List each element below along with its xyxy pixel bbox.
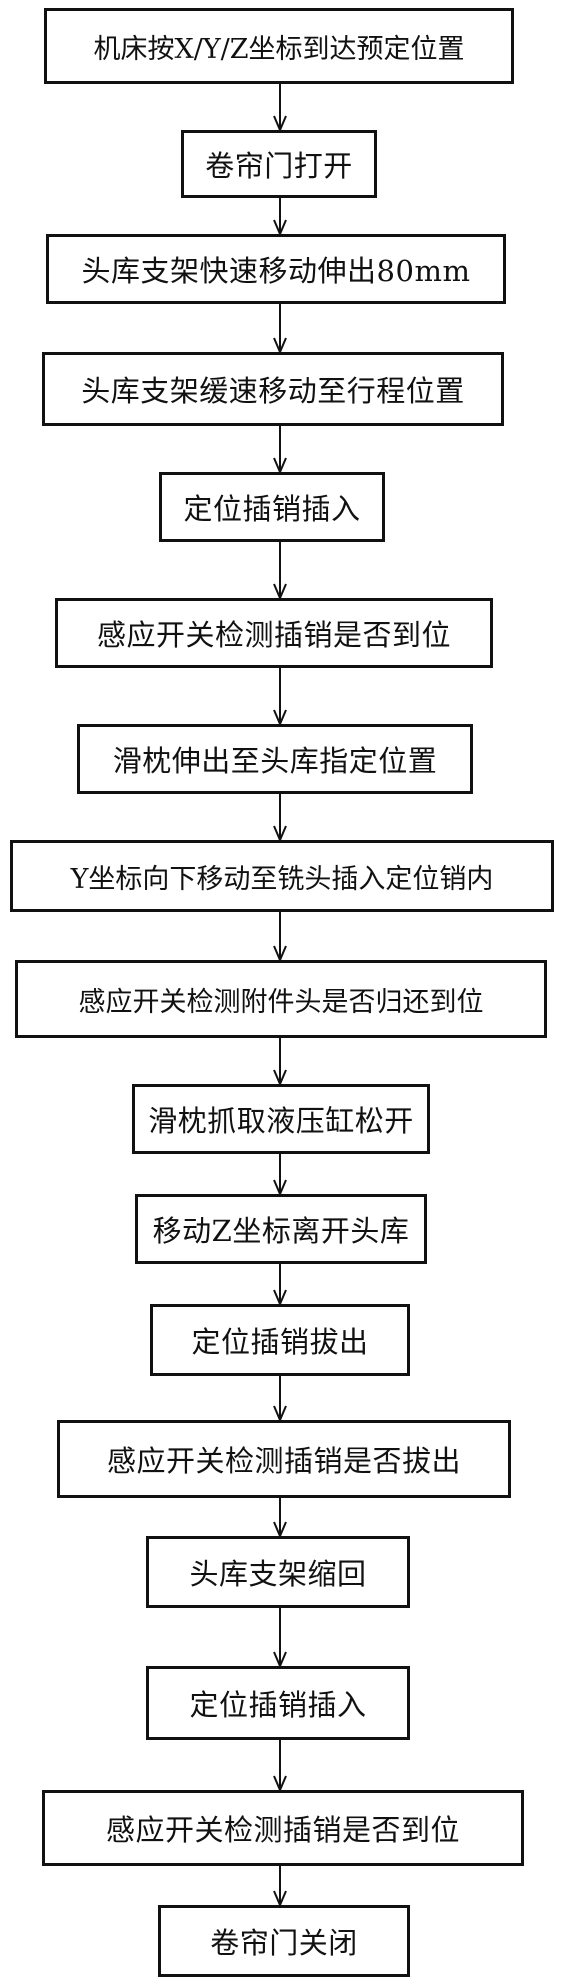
arrow-connector-13 (273, 1498, 287, 1539)
flow-step-9: 感应开关检测附件头是否归还到位 (15, 960, 547, 1038)
flow-step-label: 头库支架缩回 (189, 1557, 367, 1591)
flow-step-label: 头库支架快速移动伸出80mm (81, 254, 471, 288)
arrow-connector-16 (273, 1866, 287, 1908)
arrow-connector-14 (273, 1608, 287, 1669)
arrow-connector-5 (273, 542, 287, 601)
flow-step-5: 定位插销插入 (159, 472, 385, 542)
flow-step-label: 滑枕抓取液压缸松开 (148, 1104, 414, 1138)
arrow-connector-9 (273, 1038, 287, 1087)
flow-step-4: 头库支架缓速移动至行程位置 (42, 352, 504, 426)
arrow-connector-12 (273, 1376, 287, 1423)
flow-step-label: 机床按X/Y/Z坐标到达预定位置 (93, 33, 465, 65)
flow-step-label: 滑枕伸出至头库指定位置 (112, 744, 438, 778)
flow-step-label: 移动Z坐标离开头库 (152, 1214, 410, 1248)
flow-step-14: 头库支架缩回 (146, 1536, 410, 1608)
flow-step-8: Y坐标向下移动至铣头插入定位销内 (10, 840, 554, 912)
flow-step-12: 定位插销拔出 (150, 1304, 410, 1376)
flow-step-16: 感应开关检测插销是否到位 (42, 1790, 524, 1866)
flow-step-label: 感应开关检测插销是否到位 (105, 1813, 460, 1847)
flow-step-6: 感应开关检测插销是否到位 (55, 598, 493, 668)
flow-step-10: 滑枕抓取液压缸松开 (132, 1084, 430, 1154)
flow-step-label: 感应开关检测附件头是否归还到位 (78, 986, 484, 1018)
flow-step-label: 感应开关检测插销是否拔出 (106, 1444, 461, 1478)
flow-step-label: 头库支架缓速移动至行程位置 (81, 374, 465, 408)
arrow-connector-1 (273, 84, 287, 133)
flow-step-label: Y坐标向下移动至铣头插入定位销内 (70, 863, 494, 895)
flow-step-label: 定位插销插入 (183, 492, 361, 526)
flow-step-17: 卷帘门关闭 (158, 1905, 410, 1977)
arrow-connector-11 (273, 1264, 287, 1307)
arrow-connector-6 (273, 668, 287, 727)
arrow-connector-8 (273, 912, 287, 963)
flow-step-label: 卷帘门关闭 (210, 1926, 358, 1960)
arrow-connector-3 (273, 304, 287, 355)
flow-step-13: 感应开关检测插销是否拔出 (57, 1420, 511, 1498)
flow-step-label: 定位插销插入 (189, 1688, 367, 1722)
flow-step-label: 感应开关检测插销是否到位 (96, 618, 451, 652)
flow-step-label: 定位插销拔出 (191, 1325, 369, 1359)
arrow-connector-4 (273, 426, 287, 475)
flow-step-2: 卷帘门打开 (181, 130, 377, 198)
flow-step-15: 定位插销插入 (146, 1666, 410, 1740)
arrow-connector-15 (273, 1740, 287, 1793)
arrow-connector-2 (273, 198, 287, 237)
arrow-connector-10 (273, 1154, 287, 1197)
flow-step-1: 机床按X/Y/Z坐标到达预定位置 (44, 8, 514, 84)
flow-step-label: 卷帘门打开 (205, 149, 353, 183)
flow-step-3: 头库支架快速移动伸出80mm (46, 234, 506, 304)
arrow-connector-7 (273, 794, 287, 843)
flow-step-7: 滑枕伸出至头库指定位置 (77, 724, 473, 794)
flow-step-11: 移动Z坐标离开头库 (135, 1194, 427, 1264)
